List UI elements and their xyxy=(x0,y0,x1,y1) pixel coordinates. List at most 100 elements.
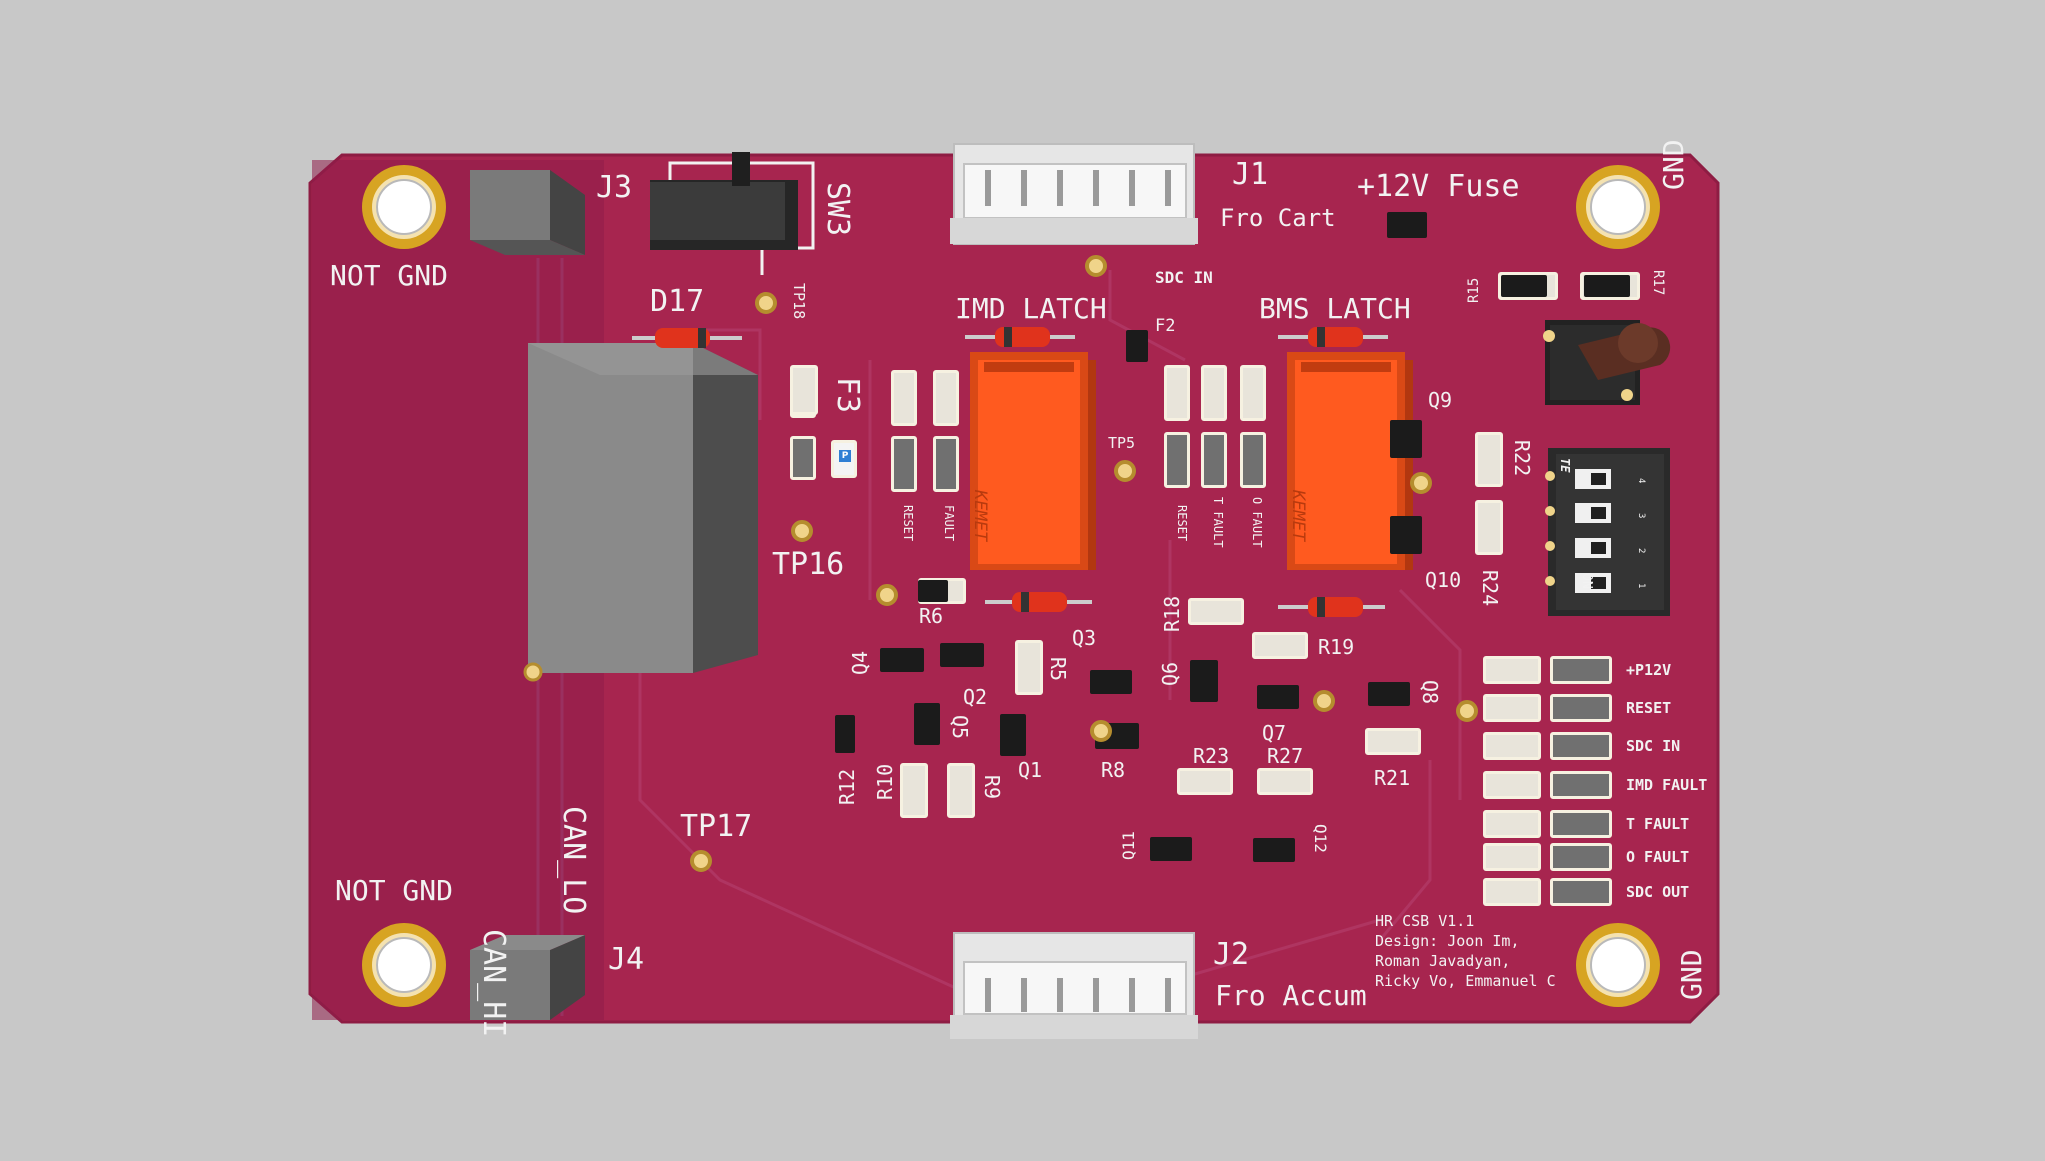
mount-label-br: GND xyxy=(1675,949,1708,1000)
transistor-q11 xyxy=(1150,837,1192,861)
dip-brand: TE xyxy=(1558,458,1572,473)
led-label: T FAULT xyxy=(1626,815,1690,833)
sw3-ref: SW3 xyxy=(820,182,855,237)
j1-connector xyxy=(950,143,1198,245)
led-resistor xyxy=(1483,843,1541,871)
dip-position-label: 4 xyxy=(1636,478,1646,484)
status-led xyxy=(1550,810,1612,838)
r6-ref: R6 xyxy=(919,604,944,628)
q9-ref: Q9 xyxy=(1428,388,1453,412)
transistor-q8 xyxy=(1368,682,1410,706)
test-point-tp17 xyxy=(690,850,712,872)
resistor xyxy=(1240,432,1266,488)
bms-relay-brand: KEMET xyxy=(1288,490,1308,542)
r27-ref: R27 xyxy=(1267,744,1304,768)
r5-ref: R5 xyxy=(1046,657,1070,682)
r10-ref: R10 xyxy=(873,763,897,800)
d17-ref: D17 xyxy=(650,284,705,319)
resistor-r24 xyxy=(1475,500,1503,555)
mounting-hole-tr xyxy=(1576,165,1660,249)
q6-ref: Q6 xyxy=(1158,661,1182,686)
r24-ref: R24 xyxy=(1478,570,1502,607)
credits-line: Ricky Vo, Emmanuel C xyxy=(1375,972,1556,990)
q12-ref: Q12 xyxy=(1311,824,1330,853)
fuse-12v-label: +12V Fuse xyxy=(1357,169,1520,204)
can-hi-label: CAN_HI xyxy=(476,929,511,1038)
o-fault-label: O FAULT xyxy=(1250,497,1264,548)
r12-ref: R12 xyxy=(835,768,859,805)
r19-ref: R19 xyxy=(1318,635,1355,659)
resistor-r9 xyxy=(947,763,975,818)
credits-line: Design: Joon Im, xyxy=(1375,932,1520,950)
resistor xyxy=(1164,365,1190,421)
resistor xyxy=(891,436,917,492)
resistor xyxy=(933,370,959,426)
j1-ref: J1 xyxy=(1232,157,1269,192)
resistor xyxy=(1240,365,1266,421)
led-resistor xyxy=(1483,694,1541,722)
led-label: RESET xyxy=(1626,699,1672,717)
mounting-hole-tl xyxy=(362,165,446,249)
dip-position-label: 1 xyxy=(1636,583,1646,589)
diode-imd-bottom xyxy=(985,592,1092,612)
r8-ref: R8 xyxy=(1101,758,1126,782)
mounting-hole-br xyxy=(1576,923,1660,1007)
q11-ref: Q11 xyxy=(1119,831,1138,860)
test-point xyxy=(1410,472,1432,494)
transistor-q12 xyxy=(1253,838,1295,862)
j4-ref: J4 xyxy=(608,942,645,977)
relay-bms xyxy=(1287,352,1413,570)
diode-d17 xyxy=(632,328,742,348)
diode-bms-bottom xyxy=(1278,597,1385,617)
resistor-r22 xyxy=(1475,432,1503,487)
reset-label-imd: RESET xyxy=(901,505,915,542)
led-label: O FAULT xyxy=(1626,848,1690,866)
diode-part xyxy=(918,580,948,602)
q7-ref: Q7 xyxy=(1262,721,1287,745)
t-fault-label: T FAULT xyxy=(1211,497,1225,548)
diode-imd-top xyxy=(965,327,1075,347)
resistor xyxy=(1201,432,1227,488)
q4-ref: Q4 xyxy=(848,650,872,675)
status-led xyxy=(1550,694,1612,722)
dip-position-label: 3 xyxy=(1636,513,1646,519)
sdc-in-label: SDC IN xyxy=(1155,268,1213,287)
j3-connector-block xyxy=(470,170,585,255)
status-led xyxy=(1550,771,1612,799)
reset-label-bms: RESET xyxy=(1175,505,1189,542)
test-point-tp16 xyxy=(791,520,813,542)
led-resistor xyxy=(1483,810,1541,838)
resistor xyxy=(933,436,959,492)
q10-ref: Q10 xyxy=(1425,568,1462,592)
test-point xyxy=(1313,690,1335,712)
resistor-r21 xyxy=(1365,728,1421,755)
f2-fuse-part xyxy=(1126,330,1148,362)
r9-ref: R9 xyxy=(980,775,1004,800)
r17-ref: R17 xyxy=(1650,270,1666,296)
f2-ref: F2 xyxy=(1155,316,1176,336)
resistor-r5 xyxy=(1015,640,1043,695)
j2-ref: J2 xyxy=(1213,937,1250,972)
resistor xyxy=(891,370,917,426)
transistor-q3 xyxy=(1090,670,1132,694)
credits-line: Roman Javadyan, xyxy=(1375,952,1511,970)
bms-latch-label: BMS LATCH xyxy=(1259,292,1411,325)
test-point-tp18 xyxy=(755,292,777,314)
fault-label-imd: FAULT xyxy=(942,505,956,542)
test-point xyxy=(1085,255,1107,277)
test-point-tp5 xyxy=(1114,460,1136,482)
can-lo-label: CAN_LO xyxy=(556,806,591,915)
q5-ref: Q5 xyxy=(948,715,972,740)
mount-label-bl: NOT GND xyxy=(335,874,454,907)
led-label: IMD FAULT xyxy=(1626,776,1708,794)
q8-ref: Q8 xyxy=(1418,680,1442,705)
fuse-marker: P xyxy=(839,450,851,462)
j1-label: Fro Cart xyxy=(1220,204,1336,232)
resistor xyxy=(790,436,816,480)
resistor-r18 xyxy=(1188,598,1244,625)
r23-ref: R23 xyxy=(1193,744,1230,768)
r18-ref: R18 xyxy=(1160,595,1184,632)
tp17-ref: TP17 xyxy=(680,809,753,844)
